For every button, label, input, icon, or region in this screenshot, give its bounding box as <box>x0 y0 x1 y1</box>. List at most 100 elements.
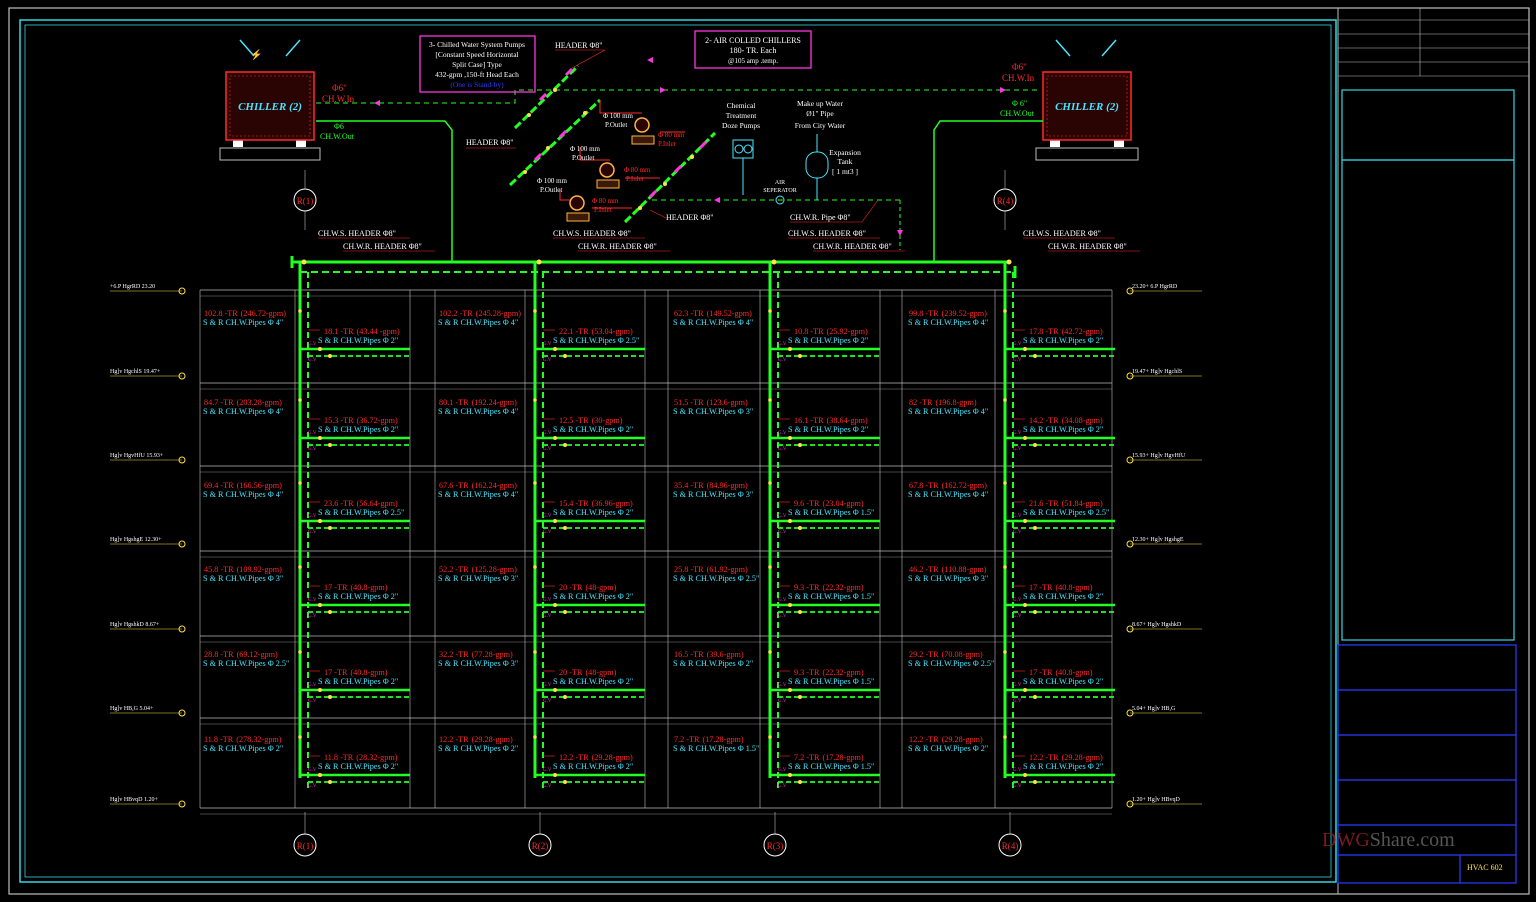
valve-tag: G.V <box>1013 514 1022 519</box>
valve-tag: G.V <box>308 699 317 704</box>
riser-valve <box>1003 650 1007 654</box>
riser-4-return-header-label: CH.W.R. HEADER Φ8" <box>1048 242 1127 251</box>
riser-pipe-size: S & R CH.W.Pipes Φ 1.5" <box>673 744 759 753</box>
branch-valve <box>798 780 802 784</box>
title-block <box>1337 7 1530 895</box>
main-supply-header <box>290 256 1017 278</box>
riser-load-gpm: (196.8-gpm) <box>935 398 976 407</box>
riser-load-label: 62.3 -TR(149.52-gpm) <box>674 309 752 318</box>
branch-load-label: 12.5 -TR(30-gpm) <box>559 416 623 425</box>
valve-tag: G.V <box>543 768 552 773</box>
valve-tag: G.V <box>308 614 317 619</box>
riser-pipe-size: S & R CH.W.Pipes Φ 4" <box>673 318 753 327</box>
valve-tag: G.V <box>308 342 317 347</box>
level-marker-right <box>1126 540 1134 548</box>
branch-load-label: 15.3 -TR(36.72-gpm) <box>324 416 398 425</box>
branch-valve <box>1033 526 1037 530</box>
chemical-line-3: Doze Pumps <box>722 121 760 130</box>
branch-load-label: 15.4 -TR(36.96-gpm) <box>559 499 633 508</box>
branch-load-gpm: (36.72-gpm) <box>357 416 398 425</box>
riser-valve <box>1003 398 1007 402</box>
level-marker-left <box>178 800 186 808</box>
branch-load-label: 9.3 -TR(22.32-gpm) <box>794 668 864 677</box>
branch-valve <box>1033 354 1037 358</box>
riser-pipe-size: S & R CH.W.Pipes Φ 4" <box>438 318 518 327</box>
riser-load-gpm: (29.28-gpm) <box>472 735 513 744</box>
level-marker-right <box>1126 456 1134 464</box>
branch-load-gpm: (42.72-gpm) <box>1062 327 1103 336</box>
branch-pipe-size: S & R CH.W.Pipes Φ 2" <box>553 762 633 771</box>
riser-pipe-size: S & R CH.W.Pipes Φ 2" <box>438 744 518 753</box>
riser-tag-bottom: R(4) <box>1002 841 1019 851</box>
riser-load-tr: 82 -TR <box>909 398 933 407</box>
branch-load-label: 17 -TR(40.8-gpm) <box>324 583 388 592</box>
branch-valve <box>563 526 567 530</box>
riser-load-tr: 32.2 -TR <box>439 650 469 659</box>
branch-load-gpm: (30-gpm) <box>592 416 623 425</box>
level-label-left: Hg]v HgvHfU 15.93+ <box>110 452 164 459</box>
riser-load-label: 67.8 -TR(162.72-gpm) <box>909 481 987 490</box>
riser-pipe-size: S & R CH.W.Pipes Φ 2" <box>203 744 283 753</box>
building-section-grid <box>199 289 1113 815</box>
riser-load-tr: 35.4 -TR <box>674 481 704 490</box>
riser-load-label: 99.8 -TR(239.52-gpm) <box>909 309 987 318</box>
riser-load-gpm: (61.92-gpm) <box>707 565 748 574</box>
chiller-note-line-3: @105 amp .temp. <box>728 57 778 65</box>
branch-pipe-size: S & R CH.W.Pipes Φ 2" <box>788 336 868 345</box>
riser-valve <box>533 481 537 485</box>
riser-pipe-size: S & R CH.W.Pipes Φ 3" <box>673 490 753 499</box>
riser-pipe-size: S & R CH.W.Pipes Φ 4" <box>908 407 988 416</box>
branch-load-label: 9.6 -TR(23.04-gpm) <box>794 499 864 508</box>
riser-pipe-size: S & R CH.W.Pipes Φ 2" <box>673 659 753 668</box>
branch-valve <box>798 443 802 447</box>
chemical-line-1: Chemical <box>727 101 756 110</box>
branch-valve <box>788 436 792 440</box>
riser-pipe-size: S & R CH.W.Pipes Φ 2.5" <box>673 574 759 583</box>
riser-valve <box>533 735 537 739</box>
valve-tag: G.V <box>543 342 552 347</box>
riser-valve <box>298 398 302 402</box>
branch-load-gpm: (43.44 -gpm) <box>357 327 400 336</box>
valve-tag: G.V <box>778 598 787 603</box>
riser-load-tr: 7.2 -TR <box>674 735 700 744</box>
riser-load-tr: 52.2 -TR <box>439 565 469 574</box>
level-marker-left <box>178 372 186 380</box>
riser-load-tr: 99.8 -TR <box>909 309 939 318</box>
riser-load-label: 69.4 -TR(166.56-gpm) <box>204 481 282 490</box>
branch-load-label: 18.1 -TR(43.44 -gpm) <box>324 327 400 336</box>
branch-valve <box>553 603 557 607</box>
valve-tag: G.V <box>543 447 552 452</box>
riser-load-tr: 28.8 -TR <box>204 650 234 659</box>
riser-pipe-size: S & R CH.W.Pipes Φ 4" <box>908 490 988 499</box>
riser-2-return-header-label: CH.W.R. HEADER Φ8" <box>578 242 657 251</box>
riser-valve <box>768 309 772 313</box>
pump-1-inlet-label: P.Inlet <box>658 140 676 148</box>
valve-tag: G.V <box>308 358 317 363</box>
riser-4-supply-header-label: CH.W.S. HEADER Φ8" <box>1023 229 1101 238</box>
pump-note-line-4: 432-gpm ,150-ft Head Each <box>435 70 519 79</box>
branch-valve <box>563 443 567 447</box>
valve-tag: G.V <box>1013 530 1022 535</box>
branch-valve <box>788 603 792 607</box>
riser-valve <box>298 735 302 739</box>
branch-valve <box>563 695 567 699</box>
branch-load-label: 20 -TR(48-gpm) <box>559 668 617 677</box>
pump-note-box <box>419 35 536 93</box>
branch-pipe-size: S & R CH.W.Pipes Φ 2" <box>1023 336 1103 345</box>
valve-tag: G.V <box>543 614 552 619</box>
branch-pipe-size: S & R CH.W.Pipes Φ 1.5" <box>788 762 874 771</box>
riser-load-label: 28.8 -TR(69.12-gpm) <box>204 650 278 659</box>
branch-load-tr: 11.8 -TR <box>324 753 354 762</box>
branch-valve <box>328 695 332 699</box>
riser-valve <box>298 481 302 485</box>
branch-pipe-size: S & R CH.W.Pipes Φ 2.5" <box>1023 508 1109 517</box>
riser-load-label: 52.2 -TR(125.28-gpm) <box>439 565 517 574</box>
branch-valve <box>798 526 802 530</box>
branch-load-tr: 12.2 -TR <box>559 753 589 762</box>
branch-pipe-size: S & R CH.W.Pipes Φ 2" <box>553 508 633 517</box>
watermark: DWGShare.com <box>1322 829 1455 851</box>
header-label-top: HEADER Φ8" <box>555 41 603 50</box>
riser-load-tr: 51.5 -TR <box>674 398 704 407</box>
riser-load-label: 35.4 -TR(84.96-gpm) <box>674 481 748 490</box>
pump-note-line-5: (One is Stand-by) <box>450 80 504 89</box>
